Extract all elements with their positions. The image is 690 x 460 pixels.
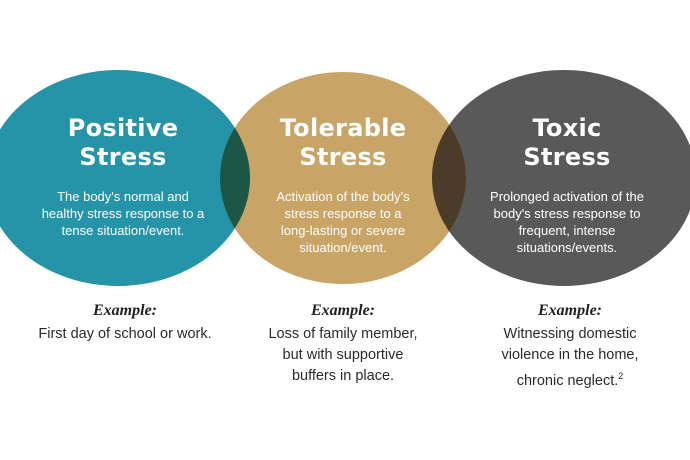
positive-desc-line: The body's normal and (57, 189, 189, 204)
positive-stress-ellipse (0, 70, 250, 286)
tolerable-title-line2: Stress (299, 143, 387, 171)
tolerable-stress-title: Tolerable Stress (243, 114, 443, 172)
tolerable-stress-ellipse (220, 72, 466, 284)
footnote-marker: 2 (618, 371, 624, 381)
tolerable-example-label: Example: (311, 302, 375, 319)
toxic-desc-line: frequent, intense (518, 223, 616, 238)
positive-title-line1: Positive (67, 114, 179, 142)
positive-title-line2: Stress (79, 143, 167, 171)
toxic-desc-line: Prolonged activation of the (490, 189, 644, 204)
toxic-title-line2: Stress (523, 143, 611, 171)
toxic-desc-line: situations/events. (516, 240, 618, 255)
tolerable-desc-line: long-lasting or severe (280, 223, 406, 238)
tolerable-desc-line: situation/event. (299, 240, 387, 255)
tolerable-stress-description: Activation of the body's stress response… (243, 188, 443, 256)
positive-stress-description: The body's normal and healthy stress res… (18, 188, 228, 239)
tolerable-title-line1: Tolerable (279, 114, 407, 142)
venn-diagram (0, 70, 690, 286)
positive-desc-line: tense situation/event. (61, 223, 185, 238)
tolerable-desc-line: Activation of the body's (276, 189, 410, 204)
toxic-example-label: Example: (538, 302, 602, 319)
positive-stress-title: Positive Stress (18, 114, 228, 172)
positive-example-label: Example: (93, 302, 157, 319)
toxic-example-line: chronic neglect.2 (460, 366, 680, 392)
toxic-example-line-text: chronic neglect. (516, 372, 619, 389)
tolerable-example-line: buffers in place. (291, 368, 395, 384)
tolerable-desc-line: stress response to a (284, 206, 402, 221)
toxic-desc-line: body's stress response to (493, 206, 641, 221)
tolerable-example-line: Loss of family member, (268, 326, 418, 342)
toxic-stress-title: Toxic Stress (462, 114, 672, 172)
toxic-stress-ellipse (432, 70, 690, 286)
tolerable-example-text: Loss of family member, but with supporti… (233, 324, 453, 387)
tolerable-example-line: but with supportive (282, 347, 404, 363)
positive-example-text: First day of school or work. (15, 324, 235, 345)
positive-desc-line: healthy stress response to a (41, 206, 205, 221)
toxic-title-line1: Toxic (532, 114, 602, 142)
toxic-example-text: Witnessing domestic violence in the home… (460, 324, 680, 392)
toxic-example-line: violence in the home, (501, 347, 639, 363)
toxic-example-line: Witnessing domestic (503, 326, 637, 342)
toxic-stress-description: Prolonged activation of the body's stres… (462, 188, 672, 256)
positive-example-line: First day of school or work. (38, 326, 212, 342)
